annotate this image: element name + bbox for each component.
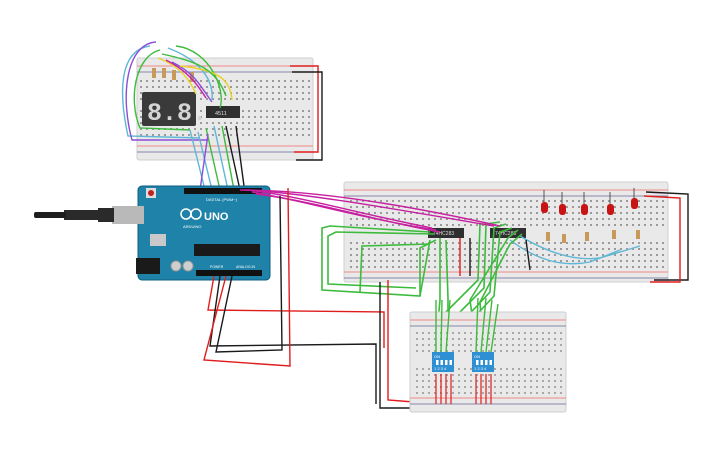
- arduino-logo-text: UNO: [204, 211, 229, 223]
- dip-switch-right-on: ON: [474, 354, 480, 359]
- decoder-chip[interactable]: 4511: [206, 106, 240, 118]
- wires-display: [121, 41, 323, 191]
- wires-switch-resistors: [435, 374, 492, 404]
- dip-switch-left-on: ON: [434, 354, 440, 359]
- dip-switch-left[interactable]: ON 1 2 3 4: [432, 352, 454, 372]
- resistor-bank-top: [152, 68, 194, 82]
- wires-magenta: [239, 189, 501, 233]
- logic-chip-left[interactable]: 74HC283: [428, 228, 464, 238]
- wires-right-board: [459, 191, 689, 283]
- logic-chip-right[interactable]: 74HC283: [490, 228, 526, 238]
- wires-arduino-power: [203, 187, 415, 409]
- dip-switch-right[interactable]: ON 1 2 3 4: [472, 352, 494, 372]
- display-digits: 8.8.: [147, 99, 207, 128]
- arduino-board[interactable]: UNO ARDUINO DIGITAL (PWM~) POWER ANALOG …: [34, 185, 271, 281]
- dip-switch-right-numbers: 1 2 3 4: [474, 366, 487, 371]
- resistor-bank-right: [546, 230, 640, 243]
- arduino-digital-label: DIGITAL (PWM~): [206, 197, 238, 202]
- logic-chip-right-label: 74HC283: [495, 231, 516, 237]
- arduino-analog-label: ANALOG IN: [236, 265, 256, 269]
- dip-switch-left-numbers: 1 2 3 4: [434, 366, 447, 371]
- arduino-power-label: POWER: [210, 265, 224, 269]
- led-row[interactable]: [541, 188, 638, 215]
- arduino-model-text: ARDUINO: [183, 224, 201, 229]
- seven-segment-display[interactable]: 8.8.: [142, 92, 207, 128]
- logic-chip-left-label: 74HC283: [433, 231, 454, 237]
- decoder-chip-label: 4511: [215, 111, 227, 117]
- wires-switch-green: [435, 297, 499, 353]
